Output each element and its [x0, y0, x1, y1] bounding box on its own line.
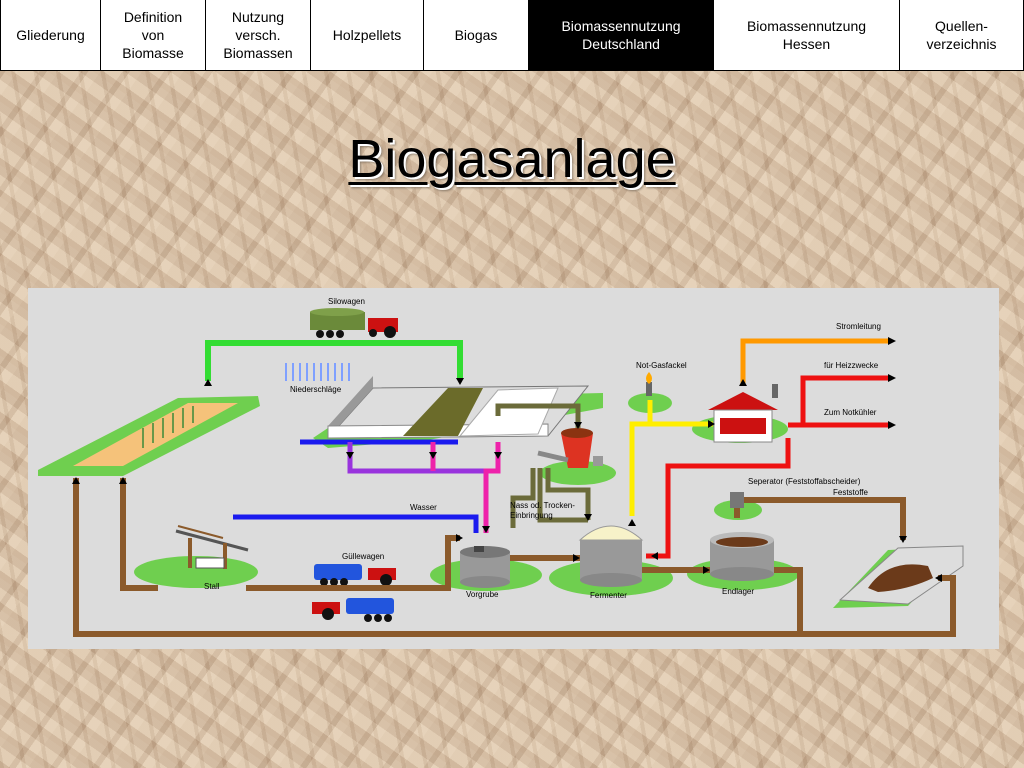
tab-quellenverzeichnis[interactable]: Quellen- verzeichnis	[900, 0, 1024, 70]
tab-holzpellets[interactable]: Holzpellets	[311, 0, 424, 70]
top-navigation: Gliederung Definition von Biomasse Nutzu…	[0, 0, 1024, 71]
tab-label: Gliederung	[16, 27, 85, 43]
endlager-tank	[710, 532, 774, 581]
fermenter-tank	[578, 525, 644, 587]
tab-label: Nutzung versch. Biomassen	[223, 9, 293, 61]
orange-pipe	[740, 338, 890, 384]
crop-plants	[142, 406, 194, 448]
label-notkuehler: Zum Notkühler	[824, 408, 877, 417]
tab-label: Definition von Biomasse	[122, 9, 184, 61]
wasser-pipe	[233, 514, 479, 533]
label-nass-trocken-2: Einbringung	[510, 511, 553, 520]
vorgrube-tank	[460, 546, 510, 588]
label-wasser: Wasser	[410, 503, 437, 512]
tab-biomassennutzung-hessen[interactable]: Biomassennutzung Hessen	[714, 0, 900, 70]
tab-label: Biomassennutzung Hessen	[746, 18, 867, 52]
red-pipe-loop	[646, 438, 791, 559]
feststoffe-bunker	[833, 545, 964, 608]
silo-bunkers	[326, 376, 590, 439]
label-fermenter: Fermenter	[590, 591, 627, 600]
tab-label: Biogas	[454, 27, 498, 43]
biogas-plant-diagram: Silowagen Niederschläge Wasser Nass od. …	[28, 288, 999, 649]
label-endlager: Endlager	[722, 587, 754, 596]
brown-pipe-field	[120, 478, 158, 591]
tab-gliederung[interactable]: Gliederung	[0, 0, 101, 70]
tab-biogas[interactable]: Biogas	[424, 0, 529, 70]
label-separator: Seperator (Feststoffabscheider)	[748, 477, 861, 486]
tab-biomassennutzung-deutschland[interactable]: Biomassennutzung Deutschland	[529, 0, 714, 70]
label-niederschlaege: Niederschläge	[290, 385, 342, 394]
gasfackel	[646, 372, 652, 396]
slide-title: Biogasanlage	[348, 129, 676, 189]
tab-label: Holzpellets	[332, 27, 402, 43]
green-pipe	[205, 340, 463, 381]
label-vorgrube: Vorgrube	[466, 590, 499, 599]
olive-pipe-2	[545, 468, 591, 520]
brown-pipe-separator	[734, 497, 906, 540]
guellewagen-top	[314, 564, 396, 586]
separator-unit	[730, 492, 744, 508]
label-silowagen: Silowagen	[328, 297, 365, 306]
rain-icon	[285, 363, 350, 381]
brown-pipe-endlager	[774, 567, 803, 634]
silowagen-truck	[310, 308, 398, 338]
guellewagen-bottom	[312, 598, 394, 622]
tab-label: Quellen- verzeichnis	[926, 18, 997, 52]
red-pipe-heat	[788, 375, 890, 428]
tab-nutzung-biomassen[interactable]: Nutzung versch. Biomassen	[206, 0, 311, 70]
olive-pipe	[510, 468, 588, 528]
einbringung-hopper	[537, 428, 603, 468]
yellow-pipe	[629, 421, 713, 516]
field-crop-area	[73, 403, 238, 466]
label-stromleitung: Stromleitung	[836, 322, 881, 331]
label-guellewagen: Güllewagen	[342, 552, 384, 561]
purple-pipe	[347, 442, 498, 474]
label-heizzwecke: für Heizzwecke	[824, 361, 879, 370]
bhkw-building	[708, 384, 778, 443]
brown-pipe-stall	[246, 535, 460, 591]
einbringung-ground	[540, 461, 616, 485]
label-nass-trocken-1: Nass od. Trocken-	[510, 501, 575, 510]
tab-label: Biomassennutzung Deutschland	[561, 18, 681, 52]
diagram-canvas: Silowagen Niederschläge Wasser Nass od. …	[38, 297, 964, 637]
tab-definition-biomasse[interactable]: Definition von Biomasse	[101, 0, 206, 70]
stall-building	[175, 525, 249, 569]
label-stall: Stall	[204, 582, 220, 591]
olive-pipe-top	[495, 403, 581, 428]
label-not-gasfackel: Not-Gasfackel	[636, 361, 687, 370]
brown-pipe-main	[73, 478, 956, 637]
label-feststoffe: Feststoffe	[833, 488, 869, 497]
